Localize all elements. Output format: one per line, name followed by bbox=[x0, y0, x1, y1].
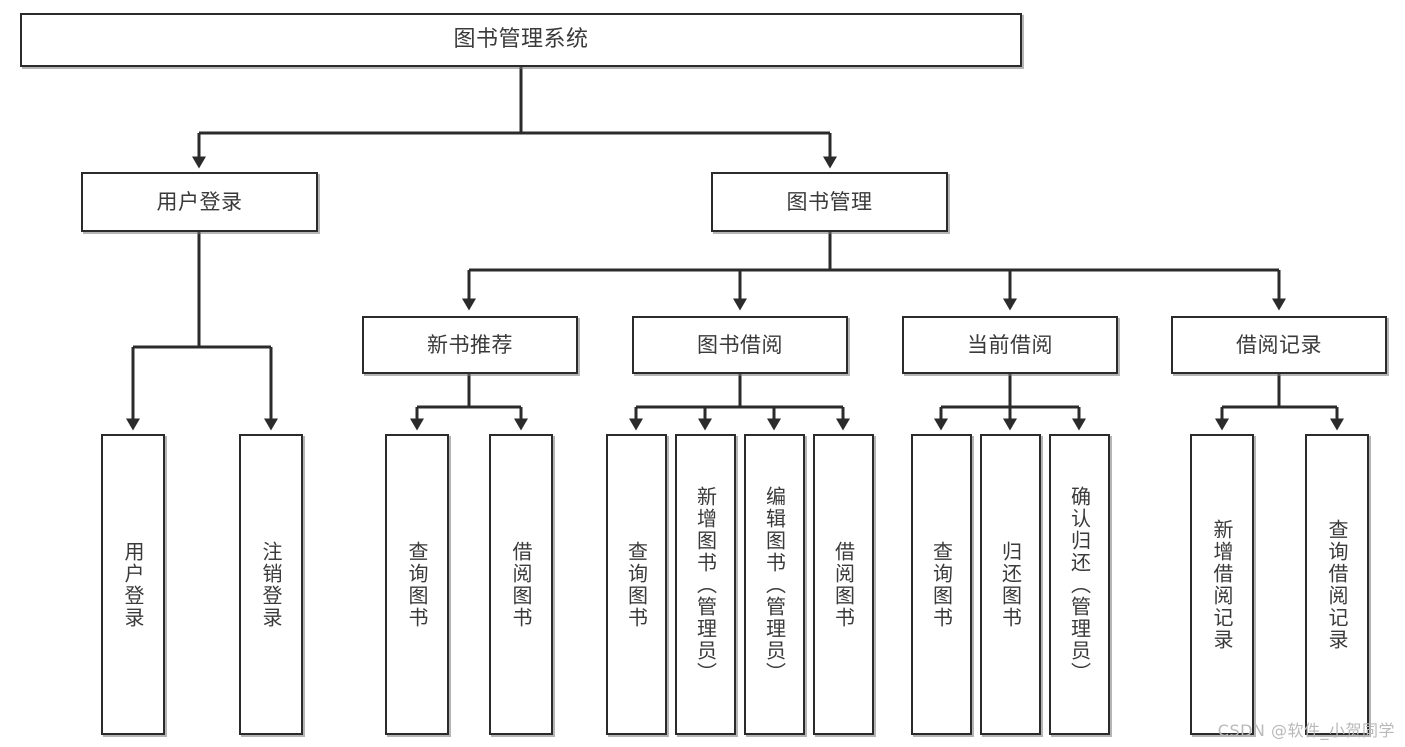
leaf-logout-login-label: 注销登录 bbox=[259, 540, 283, 629]
node-current-borrow[interactable]: 当前借阅 bbox=[902, 316, 1118, 374]
node-user-login[interactable]: 用户登录 bbox=[81, 172, 318, 232]
leaf-user-login-label: 用户登录 bbox=[121, 540, 145, 629]
leaf-borrow-book-1[interactable]: 借阅图书 bbox=[489, 434, 553, 735]
node-current-borrow-label: 当前借阅 bbox=[967, 332, 1053, 357]
leaf-add-book[interactable]: 新增图书（管理员） bbox=[675, 434, 736, 735]
leaf-query-book-1[interactable]: 查询图书 bbox=[385, 434, 449, 735]
node-new-book-rec-label: 新书推荐 bbox=[427, 332, 513, 357]
leaf-return-book[interactable]: 归还图书 bbox=[980, 434, 1041, 735]
leaf-query-record-label: 查询借阅记录 bbox=[1325, 518, 1349, 651]
leaf-confirm-return[interactable]: 确认归还（管理员） bbox=[1049, 434, 1110, 735]
leaf-add-record-label: 新增借阅记录 bbox=[1210, 518, 1234, 651]
leaf-confirm-return-label: 确认归还（管理员） bbox=[1067, 485, 1092, 684]
leaf-add-book-label: 新增图书（管理员） bbox=[693, 485, 718, 684]
leaf-query-record[interactable]: 查询借阅记录 bbox=[1305, 434, 1369, 735]
leaf-borrow-book-2[interactable]: 借阅图书 bbox=[813, 434, 874, 735]
node-new-book-rec[interactable]: 新书推荐 bbox=[362, 316, 578, 374]
leaf-logout-login[interactable]: 注销登录 bbox=[239, 434, 303, 735]
leaf-borrow-book-1-label: 借阅图书 bbox=[509, 540, 533, 629]
node-root-label: 图书管理系统 bbox=[453, 27, 589, 53]
leaf-edit-book-label: 编辑图书（管理员） bbox=[762, 485, 787, 684]
leaf-edit-book[interactable]: 编辑图书（管理员） bbox=[744, 434, 805, 735]
node-user-login-label: 用户登录 bbox=[156, 189, 243, 214]
leaf-query-book-1-label: 查询图书 bbox=[405, 540, 429, 629]
node-borrow-record-label: 借阅记录 bbox=[1236, 332, 1322, 357]
leaf-user-login[interactable]: 用户登录 bbox=[101, 434, 165, 735]
node-book-borrow-label: 图书借阅 bbox=[697, 332, 783, 357]
watermark-text: CSDN @软件_小贺同学 bbox=[1217, 721, 1395, 740]
leaf-return-book-label: 归还图书 bbox=[998, 540, 1023, 629]
leaf-query-book-2-label: 查询图书 bbox=[624, 540, 649, 629]
leaf-query-book-3[interactable]: 查询图书 bbox=[911, 434, 972, 735]
leaf-add-record[interactable]: 新增借阅记录 bbox=[1190, 434, 1254, 735]
node-borrow-record[interactable]: 借阅记录 bbox=[1171, 316, 1387, 374]
node-book-manage-label: 图书管理 bbox=[786, 189, 873, 214]
node-book-borrow[interactable]: 图书借阅 bbox=[632, 316, 848, 374]
leaf-query-book-2[interactable]: 查询图书 bbox=[606, 434, 667, 735]
leaf-borrow-book-2-label: 借阅图书 bbox=[831, 540, 856, 629]
node-root[interactable]: 图书管理系统 bbox=[20, 13, 1022, 67]
leaf-query-book-3-label: 查询图书 bbox=[929, 540, 954, 629]
node-book-manage[interactable]: 图书管理 bbox=[711, 172, 948, 232]
